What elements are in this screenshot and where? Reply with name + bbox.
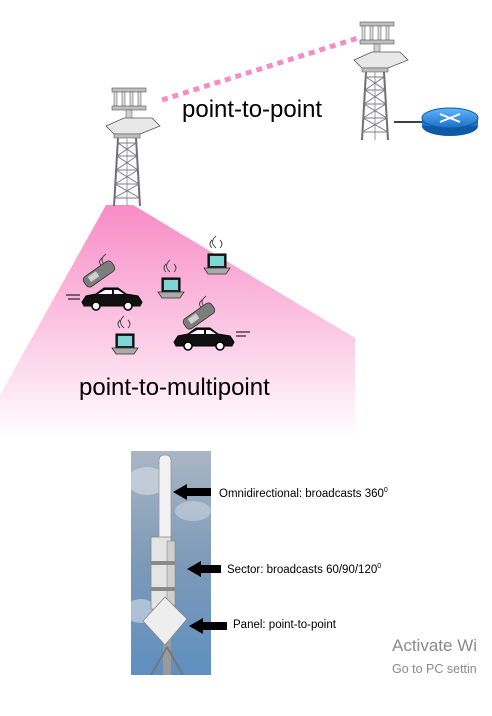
arrow-icon <box>173 484 211 500</box>
point-to-point-link <box>161 35 359 103</box>
activate-windows-subtext: Go to PC settin <box>392 662 477 676</box>
network-diagram <box>0 21 479 440</box>
antenna-illustration <box>131 451 423 675</box>
omnidirectional-annotation: Omnidirectional: broadcasts 3600 <box>219 487 388 500</box>
antenna-photo: Omnidirectional: broadcasts 3600 Sector:… <box>131 451 423 675</box>
omni-text: Omnidirectional: broadcasts 360 <box>219 487 384 500</box>
car-icon <box>173 327 250 351</box>
sector-text: Sector: broadcasts 60/90/120 <box>227 563 378 576</box>
laptop-icon <box>203 235 231 275</box>
arrow-icon <box>189 618 227 634</box>
point-to-multipoint-label: point-to-multipoint <box>79 374 270 401</box>
omni-sup: 0 <box>383 487 388 494</box>
coverage-area <box>0 205 355 440</box>
activate-windows-watermark: Activate Wi <box>392 636 478 655</box>
point-to-point-label: point-to-point <box>182 96 323 123</box>
tower-icon <box>105 87 161 207</box>
arrow-icon <box>187 561 221 577</box>
panel-annotation: Panel: point-to-point <box>233 619 336 631</box>
car-icon <box>66 287 143 311</box>
router-icon <box>421 107 479 136</box>
sector-sup: 0 <box>377 563 382 570</box>
sector-annotation: Sector: broadcasts 60/90/1200 <box>227 563 381 576</box>
